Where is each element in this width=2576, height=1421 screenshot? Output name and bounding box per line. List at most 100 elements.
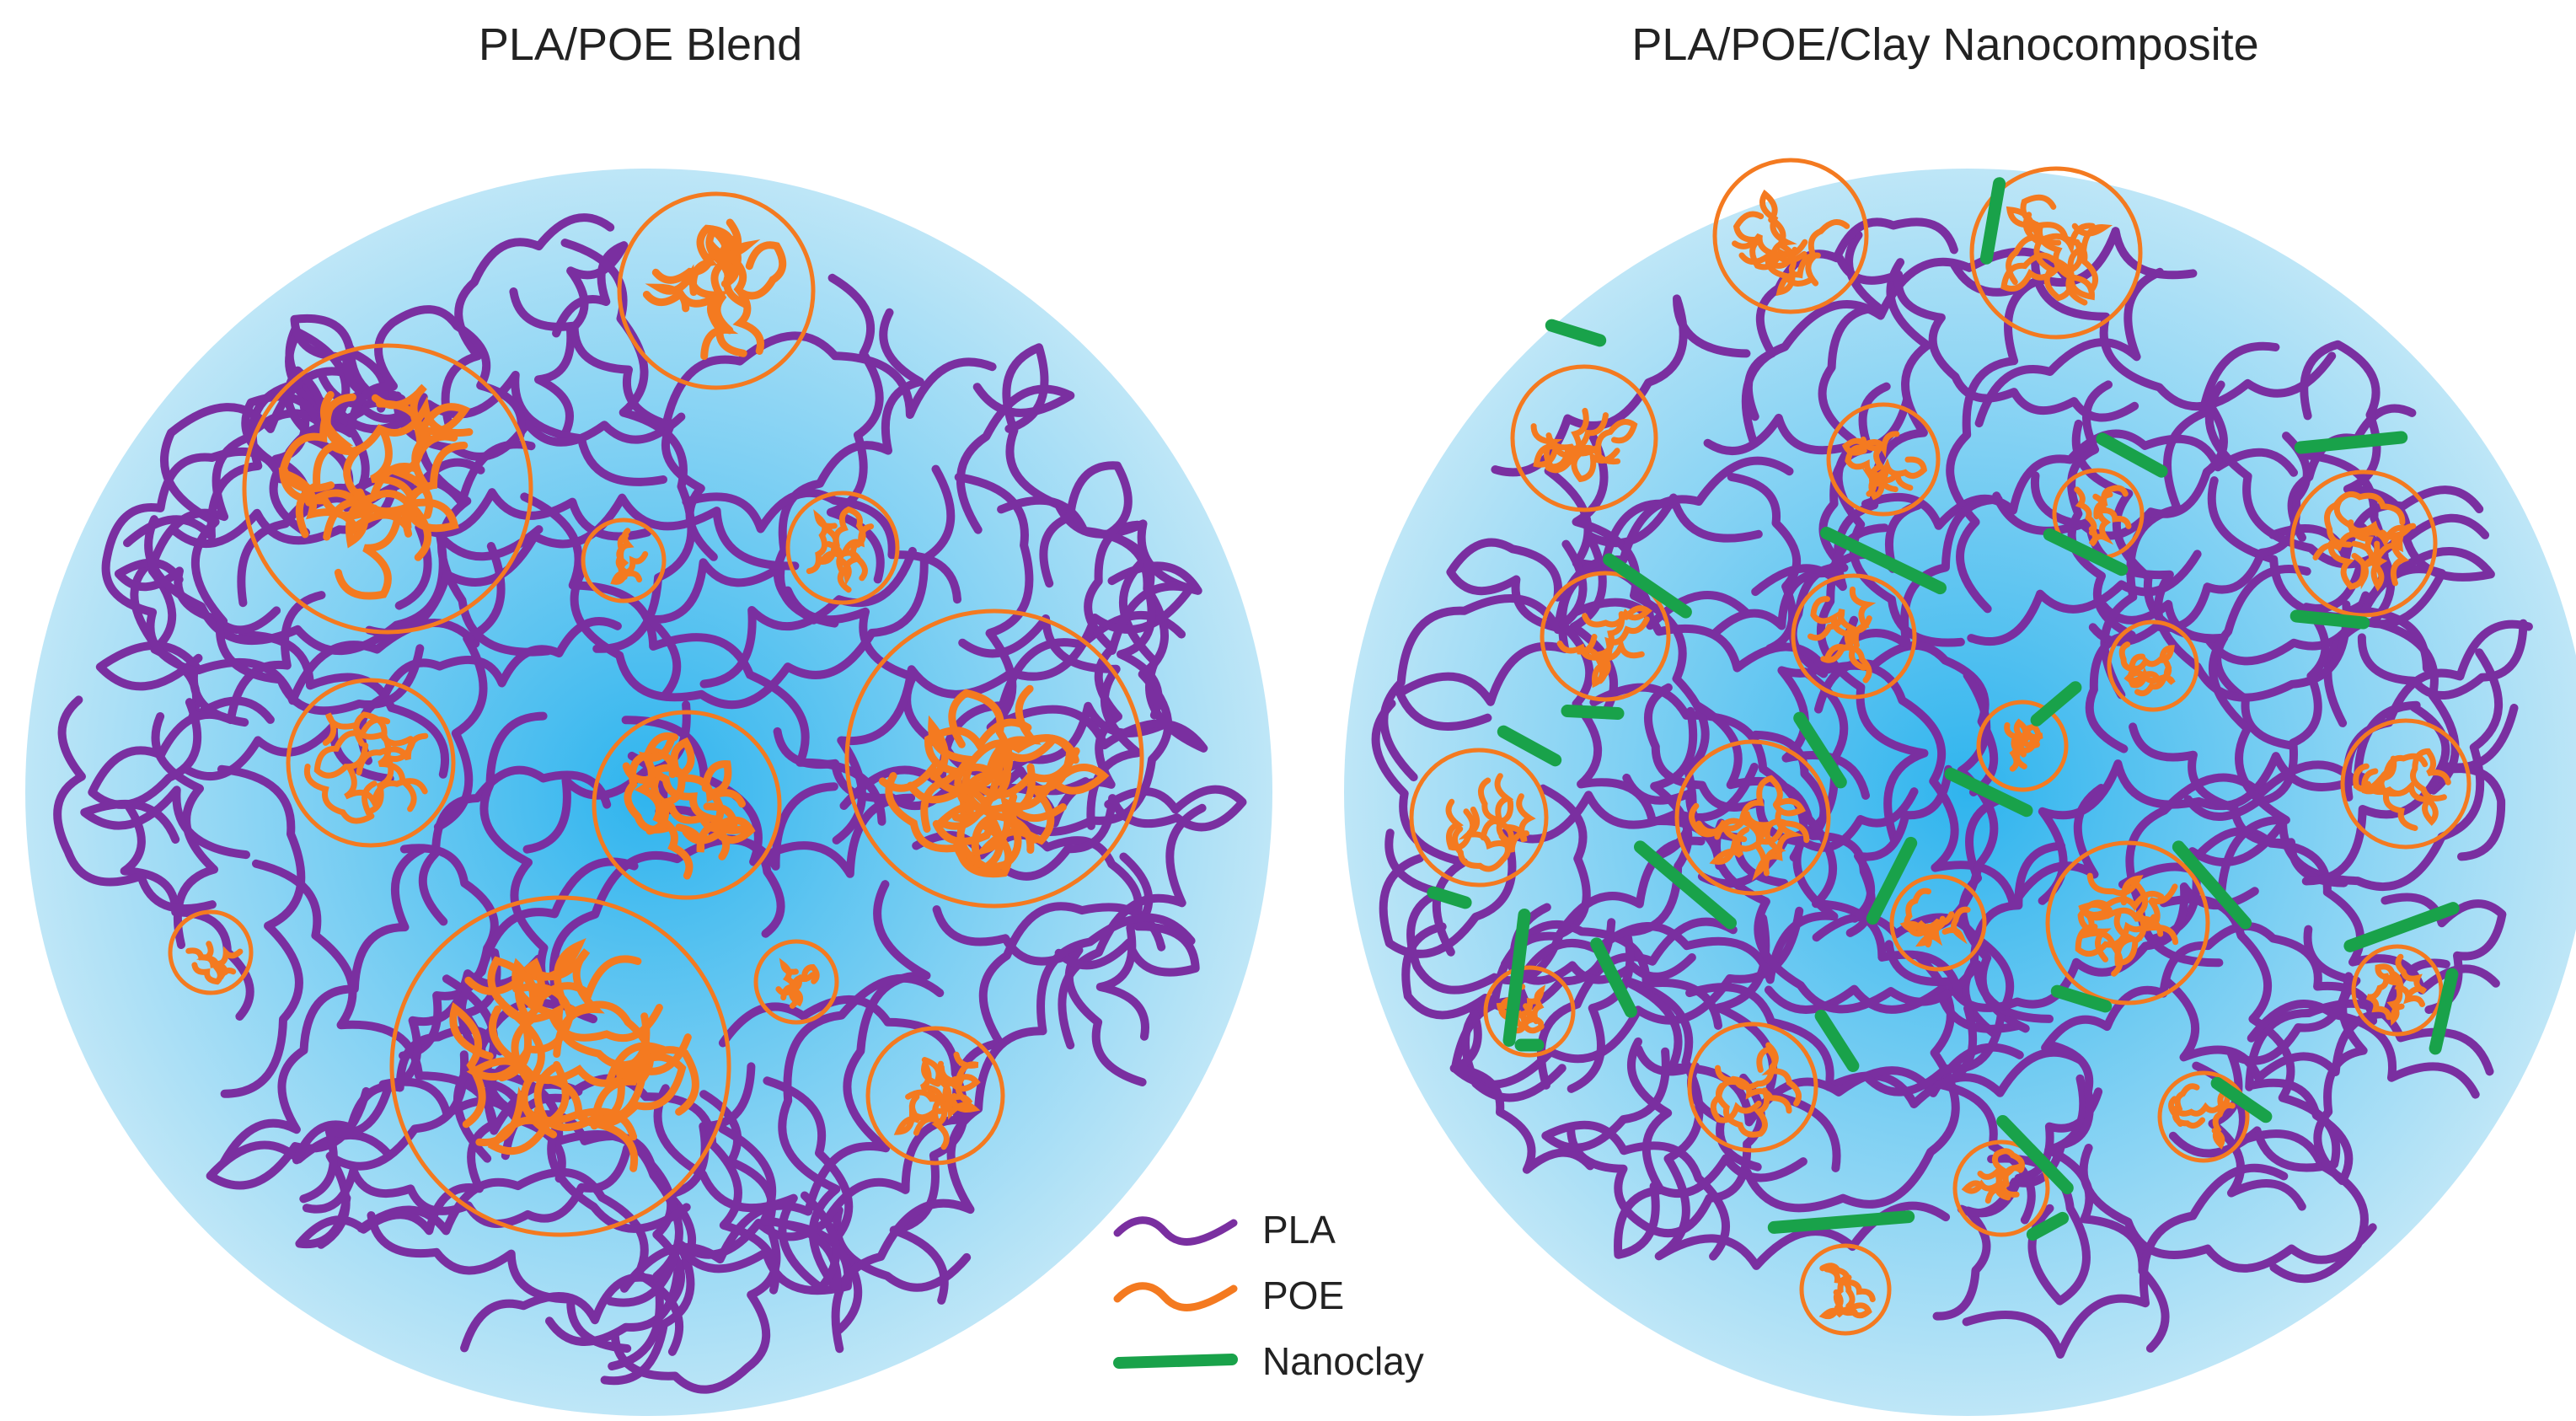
poe-domain-boundary [1826, 402, 1941, 517]
poe-domain [1674, 739, 1831, 896]
poe-chain [624, 732, 678, 834]
poe-domain-boundary [1483, 965, 1576, 1058]
pla-chain [114, 558, 281, 635]
pla-chain [718, 973, 945, 1295]
poe-chain [329, 396, 474, 456]
poe-chain [1458, 808, 1529, 854]
poe-chain [343, 764, 428, 810]
pla-chain [2300, 340, 2490, 543]
poe-chain [475, 1053, 687, 1146]
legend-label-poe: POE [1262, 1274, 1345, 1317]
pla-chain [1751, 730, 1876, 937]
poe-domain-boundary [286, 678, 456, 848]
poe-domain-boundary [1799, 1243, 1892, 1336]
poe-domain [2289, 469, 2438, 618]
poe-domain-boundary [1889, 874, 1987, 972]
panel-title-nanocomposite: PLA/POE/Clay Nanocomposite [1631, 19, 2259, 70]
nanoclay-platelet [2043, 528, 2129, 576]
nanoclay-platelet [2026, 1211, 2070, 1241]
pla-chain [958, 614, 1143, 830]
poe-domain [617, 191, 816, 390]
pla-chain [1449, 1003, 1595, 1174]
nanoclay-platelet [1996, 1115, 2074, 1194]
pla-chain [1508, 953, 1696, 985]
poe-chain [1709, 822, 1786, 865]
poe-chain [2086, 872, 2144, 906]
poe-chain [185, 947, 228, 975]
pla-wave-icon [1113, 1216, 1238, 1246]
poe-chain [2333, 498, 2410, 587]
pla-chain [1614, 1037, 1807, 1259]
legend-label-nanoclay: Nanoclay [1262, 1339, 1424, 1383]
pla-chain [95, 619, 480, 705]
poe-chain [1991, 1148, 2025, 1198]
pla-chain [1962, 1163, 2289, 1359]
poe-chain [2128, 645, 2175, 672]
poe-chain [645, 737, 695, 835]
poe-chain [334, 507, 403, 600]
poe-chain [1807, 609, 1866, 671]
poe-chain [1451, 826, 1511, 872]
poe-domain [785, 491, 900, 605]
pla-chain [662, 331, 997, 426]
pla-chains-blend [53, 213, 1247, 1394]
nanoclay-platelet [1502, 909, 1531, 1047]
poe-chain [1841, 431, 1900, 458]
poe-domain-boundary [168, 909, 254, 995]
legend-item-nanoclay: Nanoclay [1112, 1328, 1424, 1394]
pla-chain [101, 447, 285, 727]
pla-chain [217, 764, 306, 1098]
pla-chain [699, 546, 917, 689]
pla-chain [1491, 294, 1751, 477]
poe-domain [2351, 944, 2444, 1037]
poe-chain [1941, 906, 1971, 945]
poe-chain [2017, 723, 2042, 758]
poe-chain [825, 539, 865, 586]
pla-chain [418, 765, 612, 926]
pla-chain [1743, 951, 1960, 1213]
pla-chain [1694, 701, 1963, 999]
pla-chain [1741, 247, 2074, 447]
poe-chain [2004, 721, 2027, 769]
poe-chain [2361, 755, 2397, 795]
poe-chain [2324, 491, 2406, 548]
pla-chain [2247, 1000, 2480, 1099]
pla-chain [290, 314, 397, 413]
poe-chain [2211, 1102, 2236, 1150]
pla-chain [1884, 882, 2259, 1012]
pla-chain [1379, 456, 1794, 782]
poe-chain [370, 426, 432, 561]
pla-chain [2268, 485, 2484, 562]
poe-domain-boundary [785, 491, 900, 605]
pla-chain [1566, 1073, 1765, 1238]
nanoclay-platelet [2096, 432, 2168, 478]
poe-chain [1915, 915, 1946, 947]
poe-domain [1712, 158, 1869, 314]
poe-chain [303, 764, 375, 824]
pla-chain [241, 392, 323, 537]
pla-chain [1541, 1047, 1730, 1261]
poe-chain [2074, 486, 2097, 536]
pla-chain [534, 241, 629, 437]
nanoclay-platelet [2343, 902, 2460, 952]
poe-domain [1687, 1022, 1818, 1153]
poe-chain [1545, 432, 1621, 465]
nanoclay-platelet [2429, 968, 2459, 1055]
poe-chain [2118, 641, 2163, 689]
pla-chain [621, 716, 916, 878]
poe-domain-boundary [2340, 718, 2472, 850]
poe-domain-boundary [1687, 1022, 1818, 1153]
poe-chain [1502, 793, 1536, 843]
poe-chain [356, 732, 429, 776]
pla-chain [394, 488, 652, 610]
poe-chain [1820, 615, 1872, 663]
pla-chain [365, 493, 800, 637]
legend-item-poe: POE [1112, 1263, 1424, 1328]
pla-chain [1957, 1040, 2094, 1217]
poe-chain [2168, 1096, 2206, 1129]
poe-chain [1977, 1162, 2022, 1188]
pla-chain [53, 695, 217, 914]
nanoclay-platelet [1561, 705, 1625, 720]
poe-chain [936, 1060, 981, 1092]
